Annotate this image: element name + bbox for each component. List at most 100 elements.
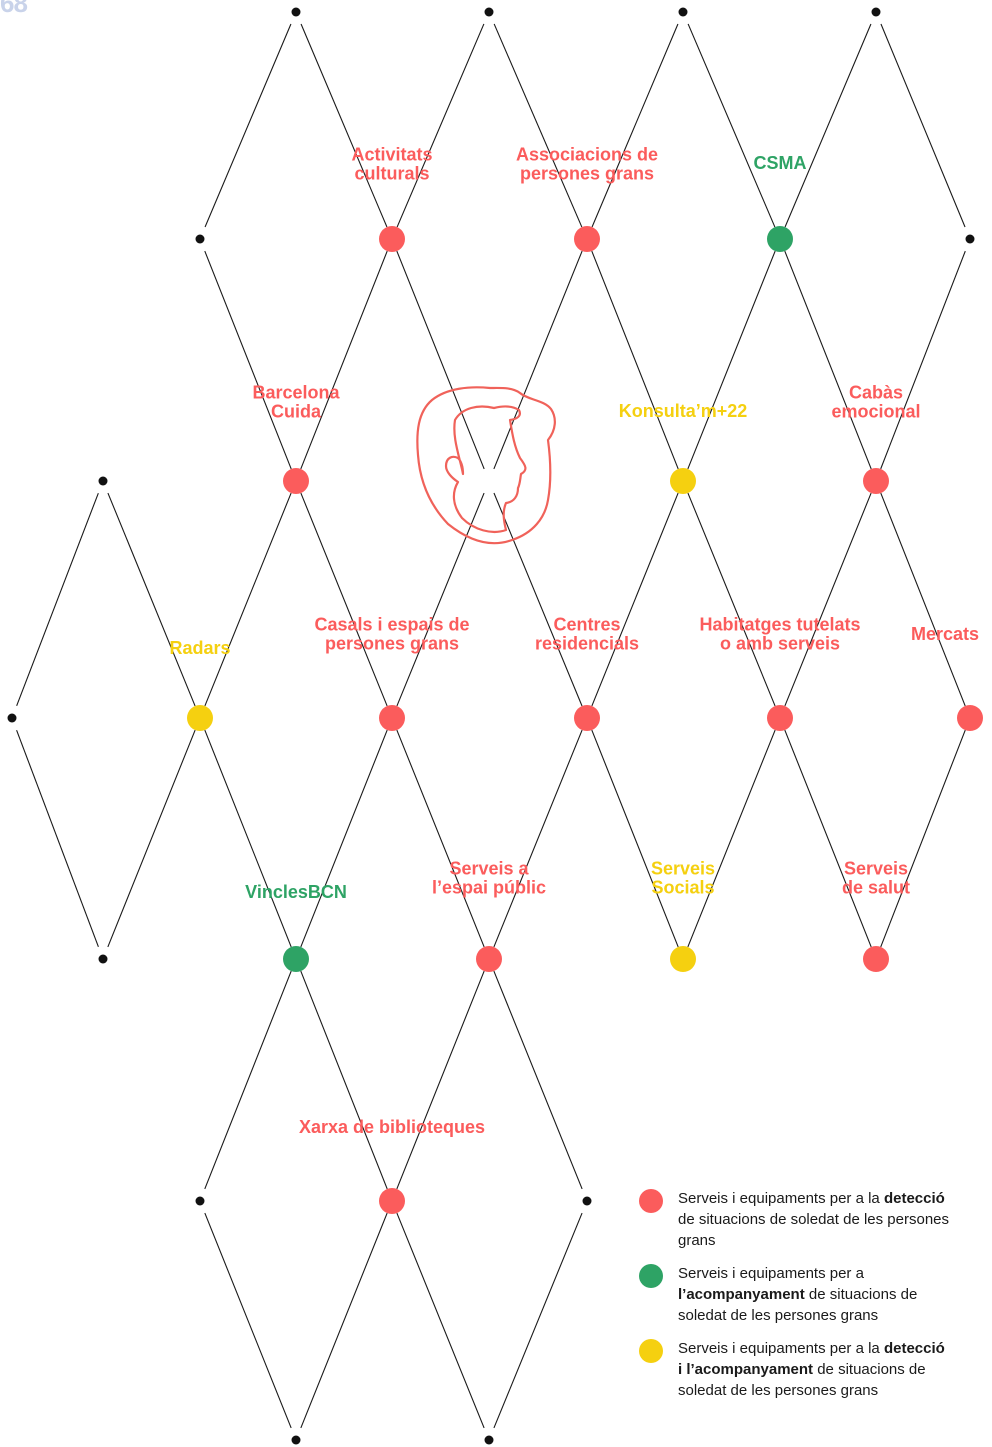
legend-item-both: Serveis i equipaments per a la detecció i… [638, 1338, 992, 1401]
connector-line [688, 251, 775, 469]
service-label: Associacions de [516, 145, 658, 165]
service-label: persones grans [325, 634, 459, 654]
legend-plain-text: soledat de les persones grans [678, 1382, 878, 1399]
legend-text: Serveis i equipaments per a la detecció i… [678, 1340, 945, 1399]
junction-dot [196, 235, 205, 244]
service-dot [670, 468, 696, 494]
legend-dot-green [639, 1264, 663, 1288]
junction-dot [583, 1197, 592, 1206]
connector-line [592, 24, 678, 227]
service-label: culturals [354, 164, 429, 184]
service-dot [379, 705, 405, 731]
face-profile [446, 406, 525, 532]
connector-line [301, 730, 387, 947]
connector-line [17, 493, 99, 706]
service-dot [574, 226, 600, 252]
connector-line [881, 730, 966, 947]
service-label: Konsulta’m+22 [619, 401, 748, 421]
connector-line [494, 1213, 582, 1428]
junction-dot [196, 1197, 205, 1206]
service-label: Habitatges tutelats [699, 615, 860, 635]
connector-line [205, 1213, 291, 1428]
service-node-xarxa: Xarxa de biblioteques [299, 1117, 485, 1214]
junction-dot [679, 8, 688, 17]
legend-dot-red [639, 1189, 663, 1213]
service-label: Radars [169, 638, 230, 658]
service-label: CSMA [754, 153, 807, 173]
service-label: Serveis [651, 859, 715, 879]
service-dot [863, 468, 889, 494]
connector-line [205, 730, 291, 947]
connector-line [205, 251, 291, 469]
connector-line [592, 251, 678, 469]
connector-line [17, 730, 99, 947]
service-label: Centres [553, 615, 620, 635]
service-node-csma: CSMA [754, 153, 807, 252]
head-illustration [417, 387, 555, 543]
connector-line [494, 493, 582, 706]
service-node-konsulta: Konsulta’m+22 [619, 401, 748, 494]
service-label: Activitats [351, 145, 432, 165]
service-node-radars: Radars [169, 638, 230, 731]
legend-plain-text: de situacions de soledat de les persones [678, 1211, 949, 1228]
legend: Serveis i equipaments per a la detecció d… [638, 1188, 992, 1413]
connector-line [397, 971, 484, 1189]
legend-bold-text: detecció [884, 1340, 945, 1357]
service-dot [670, 946, 696, 972]
service-dot [476, 946, 502, 972]
connector-line [397, 24, 484, 227]
junction-dot [485, 8, 494, 17]
junction-dot [8, 714, 17, 723]
connector-line [397, 730, 484, 947]
service-dot [283, 468, 309, 494]
connector-line [397, 1213, 484, 1428]
junction-dot [485, 1436, 494, 1445]
connector-line [205, 24, 291, 227]
connector-line [494, 730, 582, 947]
connector-line [397, 251, 484, 469]
service-dot [187, 705, 213, 731]
legend-dot-yellow [639, 1339, 663, 1363]
connector-line [688, 24, 775, 227]
legend-plain-text: soledat de les persones grans [678, 1307, 878, 1324]
service-label: Barcelona [252, 383, 340, 403]
legend-plain-text: Serveis i equipaments per a [678, 1265, 864, 1282]
connector-line [785, 493, 871, 706]
legend-item-detection: Serveis i equipaments per a la detecciód… [638, 1188, 992, 1251]
junction-dot [872, 8, 881, 17]
connector-line [881, 24, 965, 227]
legend-bold-text: l’acompanyament [678, 1286, 805, 1303]
service-node-vincles: VinclesBCN [245, 882, 347, 972]
connector-line [108, 493, 195, 706]
connector-line [494, 971, 582, 1189]
legend-plain-text: Serveis i equipaments per a la [678, 1340, 884, 1357]
legend-bold-text: i l’acompanyament [678, 1361, 813, 1378]
junction-dot [292, 8, 301, 17]
head-outline [417, 387, 555, 543]
connector-line [592, 493, 678, 706]
connector-line [592, 730, 678, 947]
connector-line [301, 1213, 387, 1428]
legend-bold-text: detecció [884, 1190, 945, 1207]
connector-line [881, 493, 965, 706]
service-node-associacions: Associacions depersones grans [516, 145, 658, 253]
connector-line [688, 493, 775, 706]
service-label: Cabàs [849, 383, 903, 403]
connector-line [301, 251, 387, 469]
connector-line [301, 971, 387, 1189]
legend-plain-text: de situacions de [813, 1361, 926, 1378]
junction-dot [292, 1436, 301, 1445]
service-node-habitatges: Habitatges tutelatso amb serveis [699, 615, 860, 732]
service-label: o amb serveis [720, 634, 840, 654]
connector-line [785, 24, 871, 227]
junction-dot [99, 955, 108, 964]
service-label: persones grans [520, 164, 654, 184]
service-label: l’espai públic [432, 878, 546, 898]
